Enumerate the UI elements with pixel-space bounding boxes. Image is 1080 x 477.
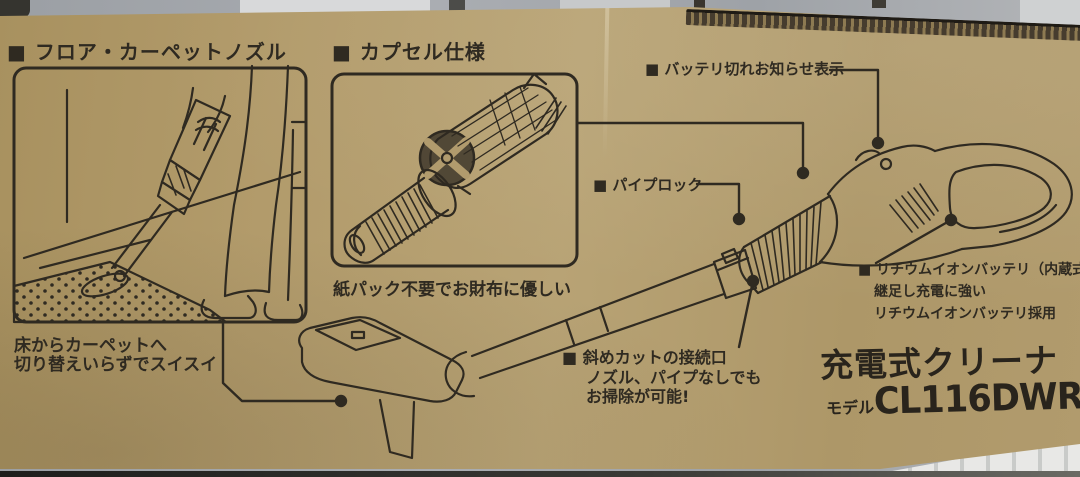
angled-line-3: お掃除が可能! — [586, 387, 690, 406]
lithium-line-2: 継足し充電に強い — [874, 284, 986, 300]
floor-shadow — [0, 471, 1080, 477]
model-prefix-label: モデル — [825, 397, 875, 418]
background-highlight — [1020, 0, 1080, 26]
background-object — [449, 0, 465, 11]
lithium-line-1: ■ リチウムイオンバッテリ（内蔵式） — [858, 262, 1080, 278]
background-object — [872, 0, 886, 8]
angled-connector-note: ■ 斜めカットの接続口 ノズル、パイプなしでも お掃除が可能! — [562, 348, 762, 407]
callout-lines — [221, 68, 958, 408]
angled-line-1: ■ 斜めカットの接続口 — [562, 348, 727, 367]
background-object — [694, 0, 705, 9]
floor-nozzle-title: ■ フロア・カーペットノズル — [7, 40, 287, 64]
model-number: CL116DWR — [873, 374, 1080, 423]
floor-nozzle-caption: 床からカーペットへ 切り替えいらずでスイスイ — [14, 337, 217, 375]
background-object — [0, 0, 30, 18]
vacuum-illustration — [298, 143, 1073, 460]
floor-caption-line-2: 切り替えいらずでスイスイ — [14, 355, 218, 375]
capsule-caption: 紙パック不要でお財布に優しい — [333, 280, 571, 300]
floor-nozzle-illustration — [12, 64, 307, 324]
angled-line-2: ノズル、パイプなしでも — [586, 367, 762, 387]
lithium-line-3: リチウムイオンバッテリ採用 — [874, 306, 1056, 322]
capsule-illustration — [343, 72, 567, 264]
pipe-lock-label: ■ パイプロック — [593, 176, 703, 194]
battery-alert-label: ■ バッテリ切れお知らせ表示 — [645, 60, 845, 78]
lithium-battery-note: ■ リチウムイオンバッテリ（内蔵式） 継足し充電に強い リチウムイオンバッテリ採… — [858, 259, 1080, 325]
capsule-title: ■ カプセル仕様 — [332, 40, 486, 64]
floor-caption-line-1: 床からカーペットへ — [14, 336, 167, 356]
capsule-illustration-frame — [330, 72, 579, 268]
